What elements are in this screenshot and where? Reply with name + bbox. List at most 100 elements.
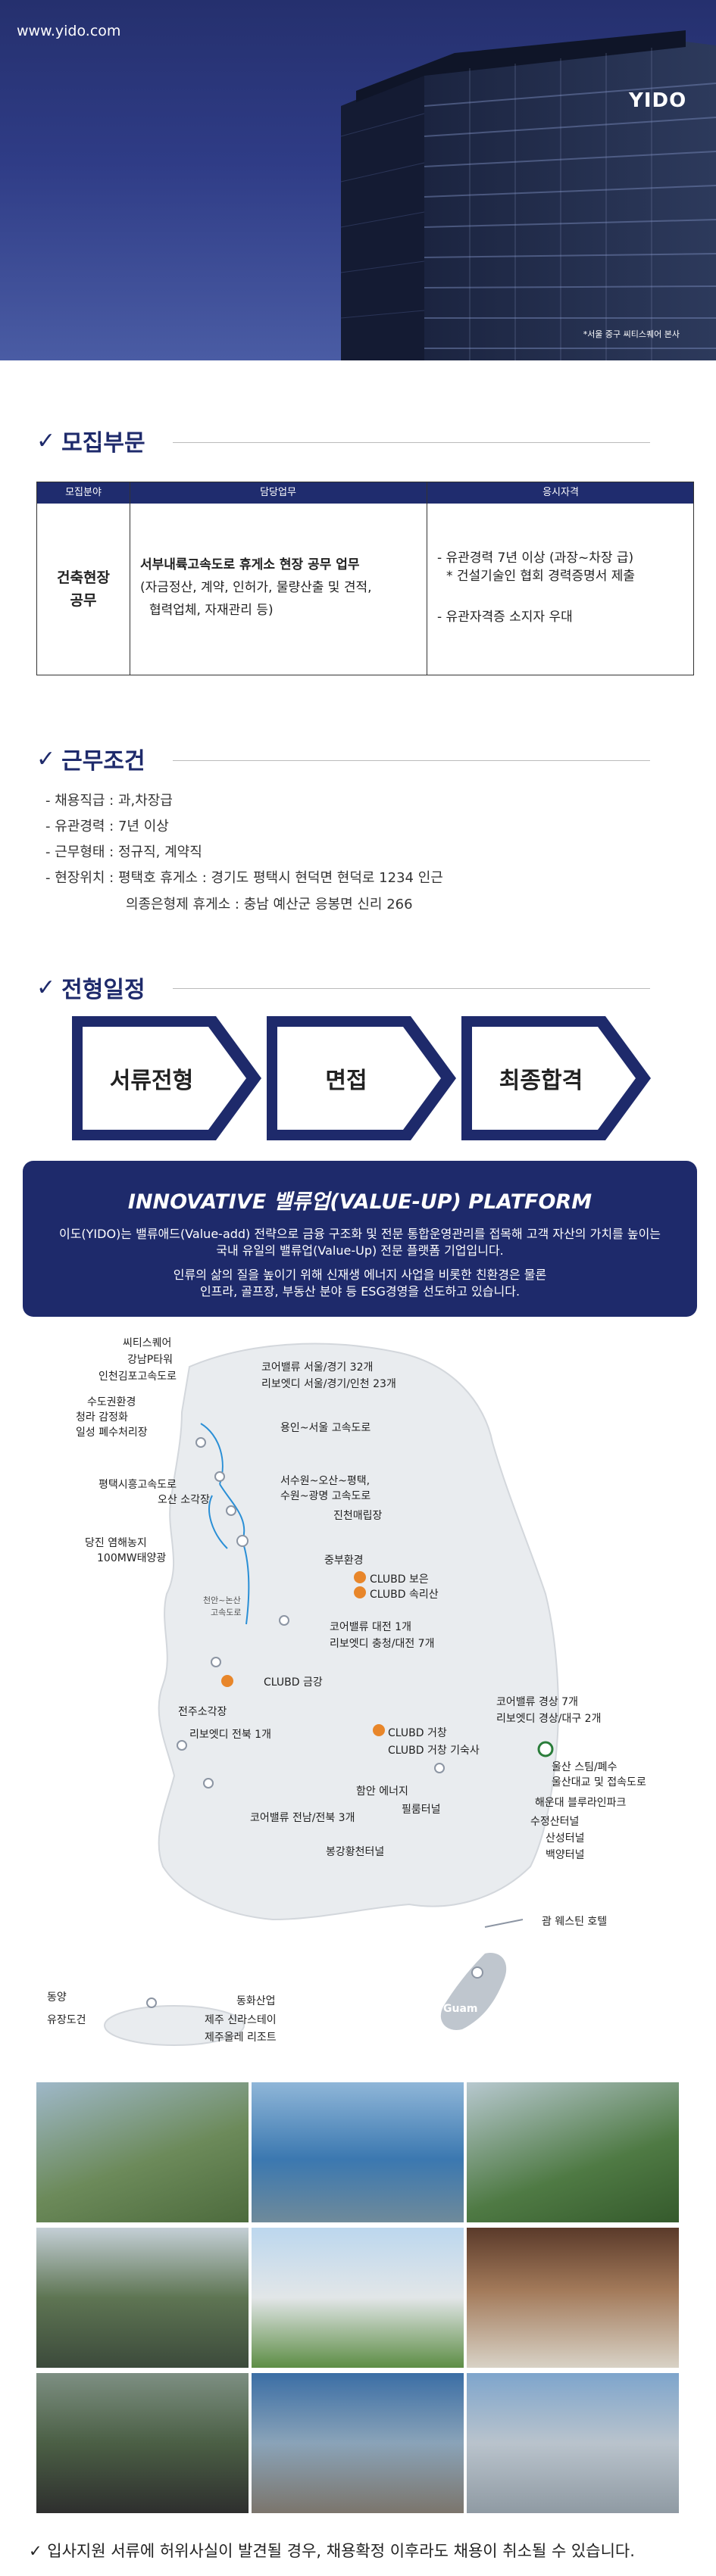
section-title-text: 전형일정	[61, 977, 145, 1003]
map-label: 함안 에너지	[356, 1785, 408, 1798]
map-label: 오산 소각장	[158, 1494, 210, 1506]
building-sign: YIDO	[629, 89, 687, 112]
hero-caption: *서울 중구 씨티스퀘어 본사	[583, 329, 680, 339]
disclaimer-note: ✓ 입사지원 서류에 허위사실이 발견될 경우, 채용확정 이후라도 채용이 취…	[29, 2542, 635, 2560]
check-icon: ✓	[36, 427, 56, 454]
header-qualification: 응시자격	[542, 487, 579, 498]
condition-item: - 유관경력 : 7년 이상	[45, 819, 169, 834]
map-label: 제주 신라스테이	[205, 2014, 277, 2026]
map-label: 유장도건	[47, 2014, 86, 2026]
map-label: CLUBD 속리산	[370, 1589, 439, 1601]
map-label: 진천매립장	[333, 1510, 383, 1522]
map-label: 리보엣디 경상/대구 2개	[496, 1713, 602, 1725]
map-label: 해운대 블루라인파크	[535, 1797, 627, 1809]
map-label: 당진 염해농지	[85, 1537, 147, 1549]
map-label: 백양터널	[546, 1849, 585, 1861]
map-label: 전주소각장	[178, 1706, 227, 1718]
condition-item: 의종은형제 휴게소 : 충남 예산군 응봉면 신리 266	[126, 897, 413, 912]
section-divider	[173, 760, 650, 761]
map-label: CLUBD 거창	[388, 1727, 447, 1739]
section-title-text: 모집부문	[61, 430, 145, 457]
map-label: 리보엣디 충청/대전 7개	[330, 1638, 435, 1650]
section-title-recruit: ✓ 모집부문	[36, 424, 145, 457]
section-divider	[173, 442, 650, 443]
duty-detail: (자금정산, 계약, 인허가, 물량산출 및 견적,	[140, 580, 372, 595]
process-step-label: 최종합격	[499, 1068, 583, 1094]
map-label: 코어밸류 서울/경기 32개	[261, 1361, 374, 1374]
platform-intro-box: INNOVATIVE 밸류업(VALUE-UP) PLATFORM 이도(YID…	[23, 1161, 697, 1317]
section-divider	[173, 988, 650, 989]
map-label: 울산대교 및 접속도로	[552, 1776, 646, 1789]
project-photo	[467, 2082, 679, 2222]
map-label: 코어밸류 전남/전북 3개	[250, 1812, 355, 1824]
section-title-text: 근무조건	[61, 748, 145, 775]
process-step-2: 면접	[267, 1016, 456, 1140]
chevron-arrow-icon	[72, 1016, 261, 1140]
map-label: 수도권환경	[87, 1396, 136, 1408]
chevron-arrow-icon	[267, 1016, 456, 1140]
map-label: 100MW태양광	[97, 1552, 167, 1564]
field-value: 건축현장 공무	[57, 569, 110, 609]
website-url[interactable]: www.yido.com	[17, 23, 121, 39]
map-label: CLUBD 거창 기숙사	[388, 1745, 480, 1757]
project-photo-grid	[36, 2082, 679, 2514]
duty-title: 서부내륙고속도로 휴게소 현장 공무 업무	[140, 557, 360, 572]
condition-item: - 현장위치 : 평택호 휴게소 : 경기도 평택시 현덕면 현덕로 1234 …	[45, 870, 443, 886]
map-label: 코어밸류 대전 1개	[330, 1621, 411, 1633]
process-step-label: 서류전형	[109, 1068, 194, 1094]
check-icon: ✓	[36, 745, 56, 772]
project-photo	[467, 2373, 679, 2513]
process-step-1: 서류전형	[72, 1016, 261, 1140]
map-label: 인천김포고속도로	[98, 1371, 177, 1383]
platform-text: 이도(YIDO)는 밸류애드(Value-add) 전략으로 금융 구조화 및 …	[58, 1227, 661, 1241]
map-label: 리보엣디 전북 1개	[189, 1729, 271, 1741]
map-label: 용인~서울 고속도로	[280, 1422, 371, 1434]
condition-item: - 근무형태 : 정규직, 계약직	[45, 844, 202, 860]
table-header: 모집분야 담당업무 응시자격	[37, 482, 693, 504]
hq-building-illustration	[340, 30, 716, 360]
map-label: 강남P타워	[127, 1354, 173, 1366]
map-label: 일성 폐수처리장	[76, 1427, 148, 1439]
map-label: CLUBD 보은	[370, 1573, 429, 1586]
map-label: 수원~광명 고속도로	[280, 1490, 371, 1502]
project-photo	[252, 2373, 464, 2513]
map-label: Guam	[443, 2003, 478, 2015]
project-photo	[36, 2373, 249, 2513]
project-photo	[36, 2082, 249, 2222]
korea-map-outline	[104, 1343, 559, 2046]
map-label: 수정산터널	[530, 1816, 580, 1828]
map-label: 고속도로	[211, 1608, 242, 1617]
check-icon: ✓	[36, 974, 56, 1001]
map-label: 제주올레 리조트	[205, 2032, 277, 2044]
project-photo	[252, 2228, 464, 2368]
map-label: 서수원~오산~평택,	[280, 1475, 371, 1487]
map-label: 코어밸류 경상 7개	[496, 1696, 578, 1708]
condition-item: - 채용직급 : 과,차장급	[45, 793, 173, 809]
recruit-table: 모집분야 담당업무 응시자격 건축현장 공무 서부내륙고속도로 휴게소 현장 공…	[36, 482, 694, 675]
business-map: 씨티스퀘어 강남P타워 인천김포고속도로 코어밸류 서울/경기 32개 리보엣디…	[0, 1321, 716, 2052]
header-field: 모집분야	[65, 487, 102, 498]
section-title-process: ✓ 전형일정	[36, 971, 145, 1004]
platform-title: INNOVATIVE 밸류업(VALUE-UP) PLATFORM	[127, 1190, 592, 1214]
platform-text: 인프라, 골프장, 부동산 분야 등 ESG경영을 선도하고 있습니다.	[199, 1284, 521, 1299]
platform-text: 국내 유일의 밸류업(Value-Up) 전문 플랫폼 기업입니다.	[216, 1243, 504, 1258]
section-title-conditions: ✓ 근무조건	[36, 742, 145, 775]
map-label: 동화산업	[236, 1995, 276, 2007]
map-label: 필룸터널	[402, 1804, 441, 1816]
map-label: 리보엣디 서울/경기/인천 23개	[261, 1378, 396, 1390]
duty-cell: 서부내륙고속도로 휴게소 현장 공무 업무 (자금정산, 계약, 인허가, 물량…	[140, 504, 421, 675]
project-photo	[252, 2082, 464, 2222]
qualification-item: - 유관자격증 소지자 우대	[437, 610, 573, 625]
duty-detail: 협력업체, 자재관리 등)	[149, 603, 274, 618]
qualification-item: * 건설기술인 협회 경력증명서 제출	[446, 569, 636, 584]
project-photo	[467, 2228, 679, 2368]
map-label: 평택시흥고속도로	[98, 1479, 177, 1491]
map-label: CLUBD 금강	[264, 1676, 323, 1689]
field-cell: 건축현장 공무	[37, 504, 130, 675]
map-label: 산성터널	[546, 1832, 585, 1845]
header-duty: 담당업무	[260, 487, 296, 498]
qualification-item: - 유관경력 7년 이상 (과장~차장 급)	[437, 550, 634, 566]
chevron-arrow-icon	[461, 1016, 651, 1140]
project-photo	[36, 2228, 249, 2368]
hero-banner: www.yido.com YIDO *서울 중구 씨티스퀘어 본사	[0, 0, 716, 360]
